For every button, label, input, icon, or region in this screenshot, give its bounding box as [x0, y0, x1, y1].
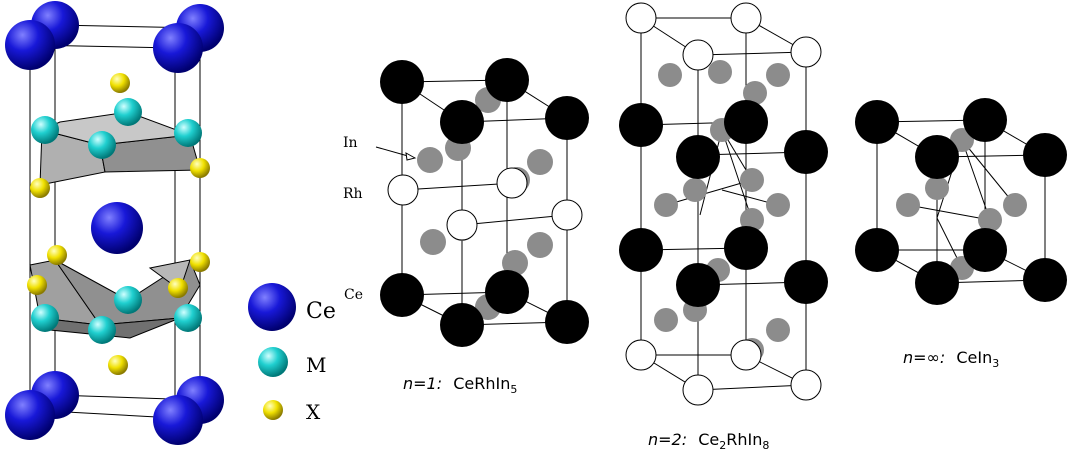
x-atom	[27, 275, 47, 295]
x-atom	[168, 278, 188, 298]
structure-n2: n=2: Ce2RhIn8	[619, 2, 828, 452]
structure-ninf: n=∞: CeIn3	[855, 98, 1067, 370]
m-atom	[88, 131, 116, 159]
x-atom	[108, 355, 128, 375]
legend-m-label: M	[306, 353, 326, 377]
legend-x-label: X	[306, 400, 321, 424]
m-atom	[31, 116, 59, 144]
m-atom	[174, 304, 202, 332]
caption-n1: n=1: CeRhIn5	[403, 374, 517, 396]
m-atoms	[31, 98, 202, 344]
ce-atom	[5, 390, 55, 440]
x-atom	[110, 73, 130, 93]
x-atom	[30, 178, 50, 198]
m-atom	[31, 304, 59, 332]
ce-atom	[153, 23, 203, 73]
m-atom	[114, 98, 142, 126]
m-atom	[88, 316, 116, 344]
legend-m-swatch	[258, 347, 288, 377]
m-atom	[114, 286, 142, 314]
left-3d-structure	[5, 1, 224, 445]
x-atom	[47, 245, 67, 265]
caption-n2: n=2: Ce2RhIn8	[648, 430, 769, 452]
legend-x-swatch	[263, 400, 283, 420]
caption-ninf: n=∞: CeIn3	[903, 348, 999, 370]
ce-atom	[91, 202, 143, 254]
label-in: In	[343, 135, 358, 151]
x-atom	[190, 252, 210, 272]
structure-n1: In Rh n=1: CeRhIn5	[343, 58, 589, 396]
x-atom	[190, 158, 210, 178]
label-rh: Rh	[343, 186, 363, 202]
m-atom	[174, 119, 202, 147]
legend-ce-label: Ce	[306, 299, 336, 324]
legend-ce-overlay-label: Ce	[344, 287, 363, 303]
ce-atoms	[5, 1, 224, 445]
x-atoms	[27, 73, 210, 375]
ce-atom	[5, 20, 55, 70]
legend-ce-swatch	[248, 283, 296, 331]
legend: Ce Ce M X	[248, 283, 363, 424]
ce-atom	[153, 395, 203, 445]
